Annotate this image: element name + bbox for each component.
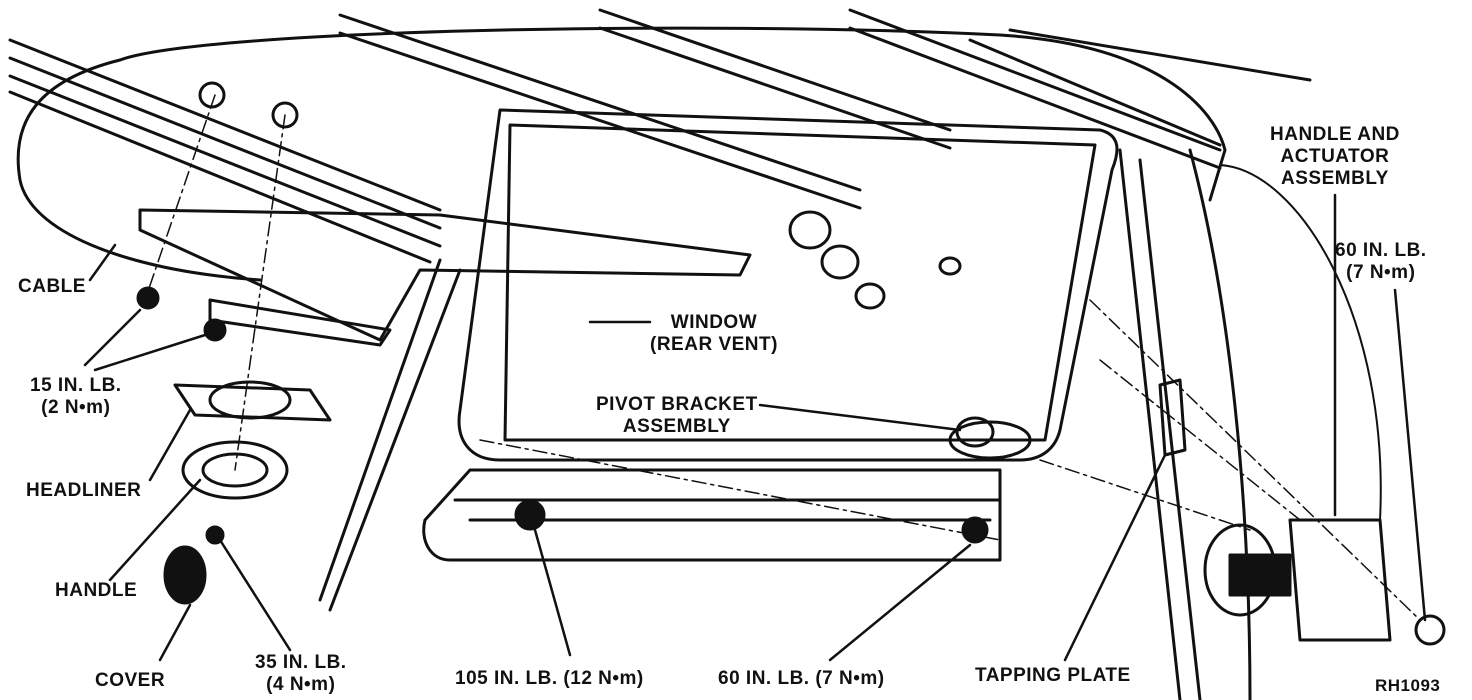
fastener-stack bbox=[788, 210, 962, 310]
handle-actuator-line-2: ACTUATOR bbox=[1280, 146, 1390, 167]
torque-15-value: 15 IN. LB. bbox=[30, 375, 122, 396]
torque-105-label: 105 IN. LB. (12 N•m) bbox=[455, 668, 644, 689]
window-label: WINDOW (REAR VENT) bbox=[650, 312, 778, 356]
actuator-part bbox=[1203, 518, 1446, 646]
handle-label: HANDLE bbox=[55, 580, 138, 601]
torque-35-value: 35 IN. LB. bbox=[255, 652, 347, 673]
handle-actuator-line-3: ASSEMBLY bbox=[1281, 168, 1389, 189]
pivot-bracket-label: PIVOT BRACKET ASSEMBLY bbox=[596, 394, 758, 438]
window-frame bbox=[422, 108, 1119, 562]
cable-line bbox=[118, 26, 1227, 202]
handle-actuator-line-1: HANDLE AND bbox=[1270, 124, 1400, 145]
window-subtitle: (REAR VENT) bbox=[650, 334, 778, 355]
handle-actuator-label: HANDLE AND ACTUATOR ASSEMBLY bbox=[1270, 124, 1400, 190]
figure-id: RH1093 bbox=[1375, 676, 1441, 695]
torque-35-label: 35 IN. LB. (4 N•m) bbox=[255, 652, 347, 696]
roof-rail-left bbox=[8, 38, 442, 264]
leader-lines bbox=[83, 193, 1427, 662]
handle-part bbox=[181, 440, 289, 500]
pivot-bracket-subtitle: ASSEMBLY bbox=[622, 416, 731, 437]
cable-label: CABLE bbox=[18, 276, 86, 297]
cover-part bbox=[163, 545, 207, 605]
mounting-plate bbox=[138, 208, 752, 347]
torque-60-right-metric: (7 N•m) bbox=[1346, 262, 1416, 283]
roof-rail-right bbox=[848, 8, 1312, 170]
torque-35-metric: (4 N•m) bbox=[266, 674, 336, 695]
pivot-bracket-part bbox=[948, 416, 1032, 460]
roof-rail-center bbox=[338, 8, 952, 210]
headliner-label: HEADLINER bbox=[26, 480, 142, 501]
headliner-part bbox=[173, 380, 332, 422]
torque-60-right-value: 60 IN. LB. bbox=[1335, 240, 1427, 261]
torque-60-bottom-label: 60 IN. LB. (7 N•m) bbox=[718, 668, 885, 689]
centerlines bbox=[144, 94, 1421, 621]
cover-label: COVER bbox=[95, 670, 166, 691]
pivot-bracket-title: PIVOT BRACKET bbox=[596, 394, 758, 415]
torque-15-metric: (2 N•m) bbox=[41, 397, 111, 418]
torque-60-right-label: 60 IN. LB. (7 N•m) bbox=[1335, 240, 1427, 284]
torque-15-label: 15 IN. LB. (2 N•m) bbox=[30, 375, 122, 419]
window-title: WINDOW bbox=[670, 312, 758, 333]
tapping-plate-label: TAPPING PLATE bbox=[975, 665, 1131, 686]
